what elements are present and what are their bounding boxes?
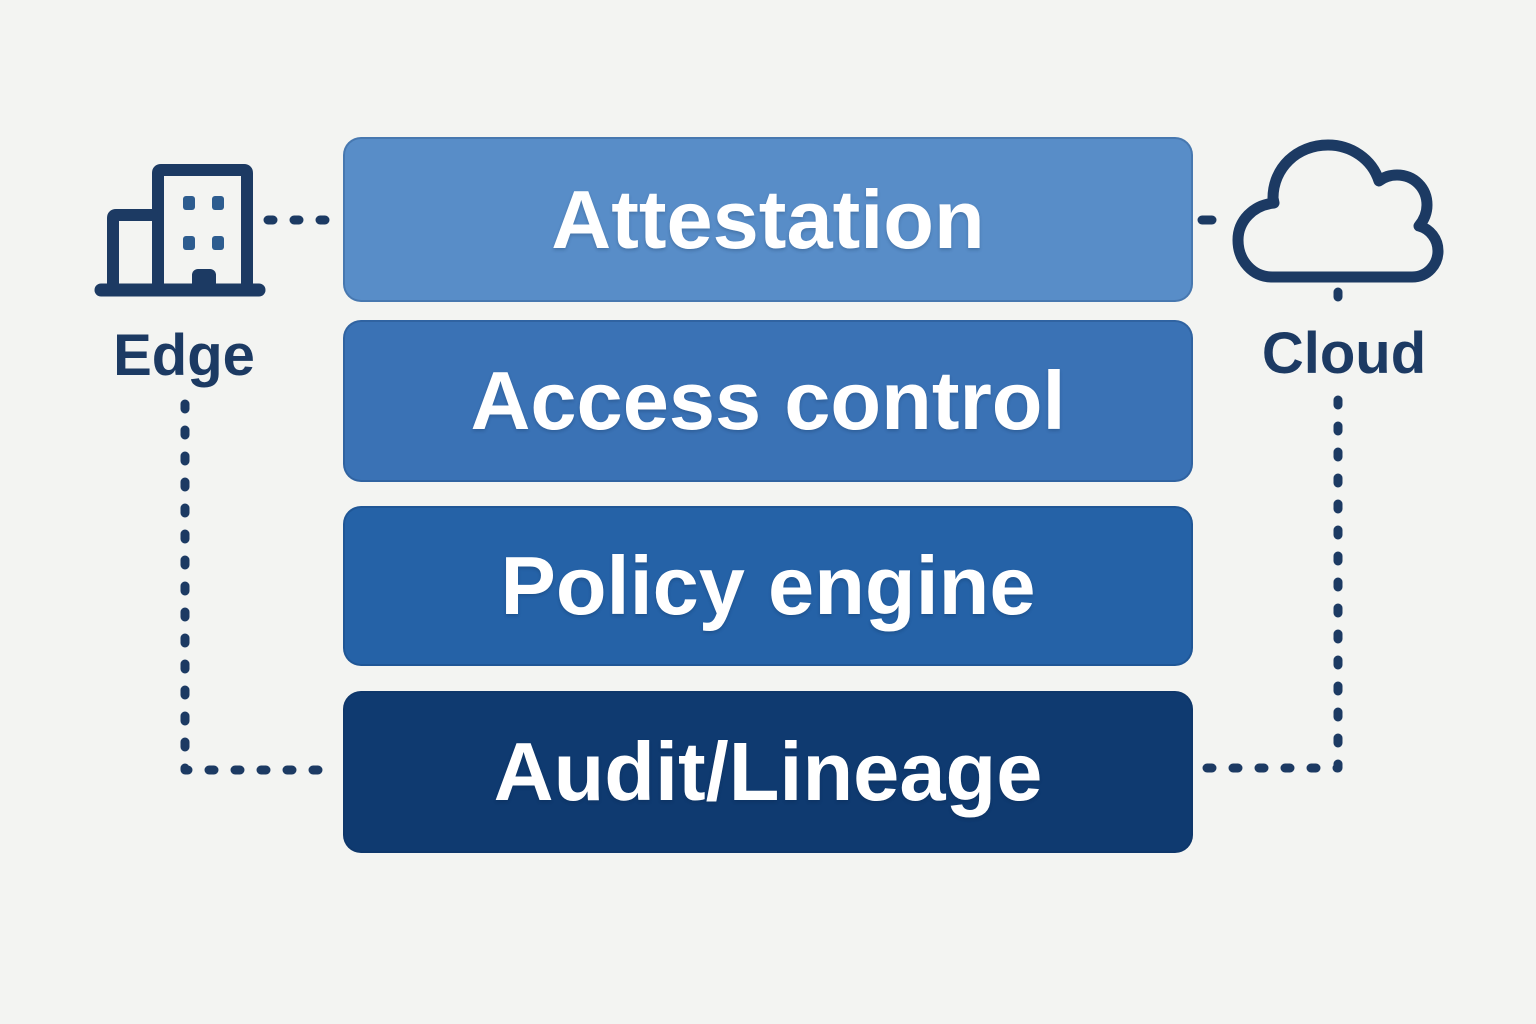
building-windows <box>183 196 224 250</box>
layer-label-attestation: Attestation <box>551 172 985 266</box>
layer-bar-policy-engine: Policy engine <box>343 506 1193 666</box>
building-door <box>192 269 216 290</box>
connector-lines <box>180 215 1343 775</box>
building-outline <box>94 164 266 297</box>
layer-label-access-control: Access control <box>470 354 1066 447</box>
edge-to-audit-connector <box>180 399 341 775</box>
cloud-label: Cloud <box>1261 321 1427 386</box>
layer-bar-attestation: Attestation <box>343 137 1193 302</box>
layer-label-policy-engine: Policy engine <box>500 539 1036 632</box>
cloud-icon <box>1232 139 1444 283</box>
building-icon <box>94 164 266 297</box>
layer-label-audit-lineage: Audit/Lineage <box>493 725 1043 818</box>
layer-bar-audit-lineage: Audit/Lineage <box>343 691 1193 853</box>
layer-bar-access-control: Access control <box>343 320 1193 482</box>
edge-label: Edge <box>113 323 255 388</box>
cloud-outline <box>1232 139 1444 283</box>
